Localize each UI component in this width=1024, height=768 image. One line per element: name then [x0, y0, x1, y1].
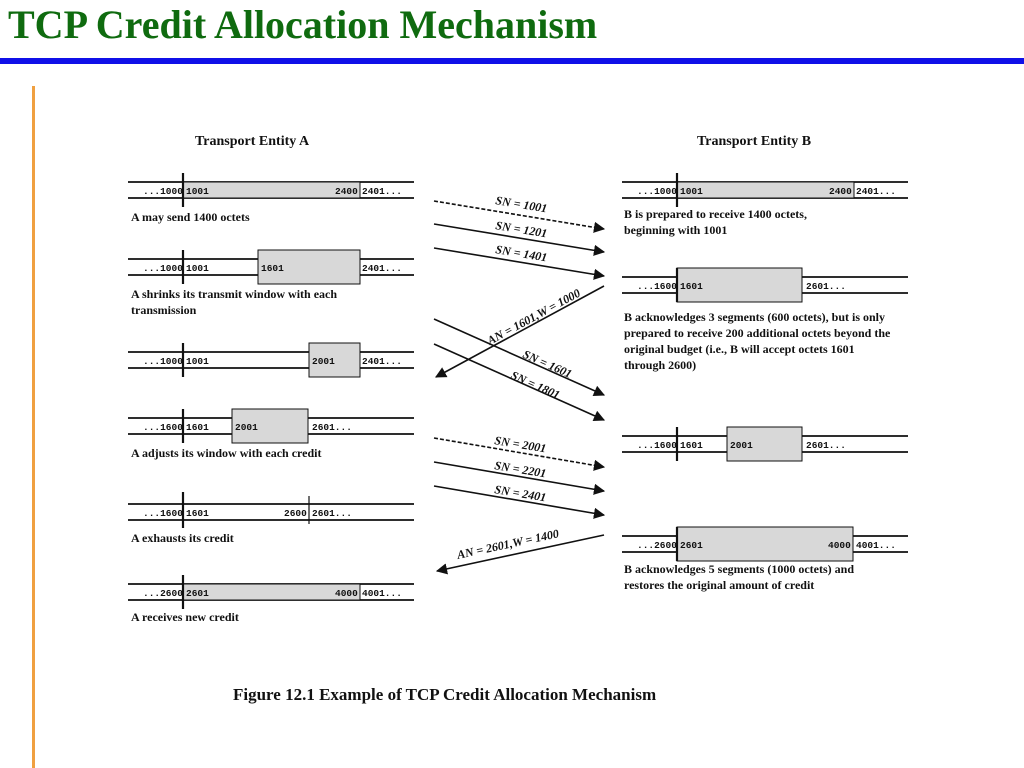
- entity-a-state-1: ...1000 1001 2400 2401... A may send 140…: [128, 173, 414, 224]
- seq-label: ...1600: [143, 422, 183, 433]
- entity-a-state-4: ...1600 1601 2001 2601... A adjusts its …: [128, 408, 414, 460]
- seq-label: 4001...: [856, 540, 896, 551]
- seq-label: 4000: [335, 588, 358, 599]
- seq-label: ...1600: [143, 508, 183, 519]
- seq-label: 2601...: [312, 508, 352, 519]
- state-caption: through 2600): [624, 358, 696, 372]
- seq-label: 1601: [186, 422, 209, 433]
- entity-b-state-3: ...1600 1601 2001 2601...: [622, 426, 908, 462]
- seq-label: 2001: [312, 356, 335, 367]
- entity-b-state-2: ...1600 1601 2601... B acknowledges 3 se…: [622, 267, 908, 372]
- message-sn-2001: SN = 2001: [433, 433, 606, 471]
- left-accent-rule: [32, 86, 35, 768]
- message-label: SN = 1201: [495, 218, 549, 240]
- seq-label: ...1600: [637, 440, 677, 451]
- entity-b-state-1: ...1000 1001 2400 2401... B is prepared …: [622, 173, 908, 237]
- slide-title: TCP Credit Allocation Mechanism: [8, 2, 598, 47]
- state-caption: A receives new credit: [131, 610, 239, 624]
- seq-label: 4000: [828, 540, 851, 551]
- seq-label: 2601...: [806, 440, 846, 451]
- entity-a-state-2: ...1000 1001 1601 2401... A shrinks its …: [128, 249, 414, 317]
- seq-label: 2400: [335, 186, 358, 197]
- state-caption: B acknowledges 5 segments (1000 octets) …: [624, 562, 854, 576]
- seq-label: 2600: [284, 508, 307, 519]
- figure-caption: Figure 12.1 Example of TCP Credit Alloca…: [233, 685, 656, 704]
- seq-label: 4001...: [362, 588, 402, 599]
- seq-label: 2400: [829, 186, 852, 197]
- message-sn-2201: SN = 2201: [433, 458, 606, 495]
- message-label: AN = 2601,W = 1400: [455, 526, 560, 562]
- state-caption: B is prepared to receive 1400 octets,: [624, 207, 807, 221]
- seq-label: 1601: [680, 281, 703, 292]
- message-label: AN = 1601,W = 1000: [484, 286, 583, 348]
- seq-label: 2601...: [312, 422, 352, 433]
- seq-label: ...2600: [143, 588, 183, 599]
- message-sn-1801: SN = 1801: [433, 343, 606, 421]
- seq-label: 1601: [186, 508, 209, 519]
- title-underline: [0, 58, 1024, 64]
- state-caption: restores the original amount of credit: [624, 578, 814, 592]
- seq-label: 1001: [186, 356, 209, 367]
- seq-label: 2401...: [362, 186, 402, 197]
- message-sn-2401: SN = 2401: [433, 482, 606, 519]
- seq-label: 1001: [680, 186, 703, 197]
- seq-label: ...1000: [143, 186, 183, 197]
- state-caption: A exhausts its credit: [131, 531, 234, 545]
- seq-label: 2001: [235, 422, 258, 433]
- state-caption: prepared to receive 200 additional octet…: [624, 326, 891, 340]
- seq-label: ...1000: [143, 263, 183, 274]
- seq-label: 2601: [186, 588, 209, 599]
- seq-label: 1601: [680, 440, 703, 451]
- message-an-2601: AN = 2601,W = 1400: [435, 526, 605, 575]
- seq-label: 2401...: [362, 263, 402, 274]
- seq-label: 1001: [186, 186, 209, 197]
- entity-a-header: Transport Entity A: [195, 134, 310, 149]
- seq-label: ...1000: [637, 186, 677, 197]
- seq-label: 2401...: [856, 186, 896, 197]
- entity-a-state-5: ...1600 1601 2600 2601... A exhausts its…: [128, 492, 414, 545]
- state-caption: transmission: [131, 303, 197, 317]
- seq-label: 2401...: [362, 356, 402, 367]
- seq-label: ...2600: [637, 540, 677, 551]
- seq-label: 1601: [261, 263, 284, 274]
- entity-a-state-6: ...2600 2601 4000 4001... A receives new…: [128, 575, 414, 624]
- seq-label: 1001: [186, 263, 209, 274]
- seq-label: 2601: [680, 540, 703, 551]
- state-caption: B acknowledges 3 segments (600 octets), …: [624, 310, 885, 324]
- seq-label: ...1000: [143, 356, 183, 367]
- state-caption: original budget (i.e., B will accept oct…: [624, 342, 855, 356]
- state-caption: A shrinks its transmit window with each: [131, 287, 337, 301]
- seq-label: 2001: [730, 440, 753, 451]
- seq-label: ...1600: [637, 281, 677, 292]
- state-caption: A adjusts its window with each credit: [131, 446, 321, 460]
- entity-a-state-3: ...1000 1001 2001 2401...: [128, 342, 414, 378]
- state-caption: A may send 1400 octets: [131, 210, 250, 224]
- message-label: SN = 1401: [495, 242, 549, 264]
- state-caption: beginning with 1001: [624, 223, 727, 237]
- entity-b-header: Transport Entity B: [697, 134, 811, 149]
- seq-label: 2601...: [806, 281, 846, 292]
- entity-b-state-4: ...2600 2601 4000 4001... B acknowledges…: [622, 526, 908, 592]
